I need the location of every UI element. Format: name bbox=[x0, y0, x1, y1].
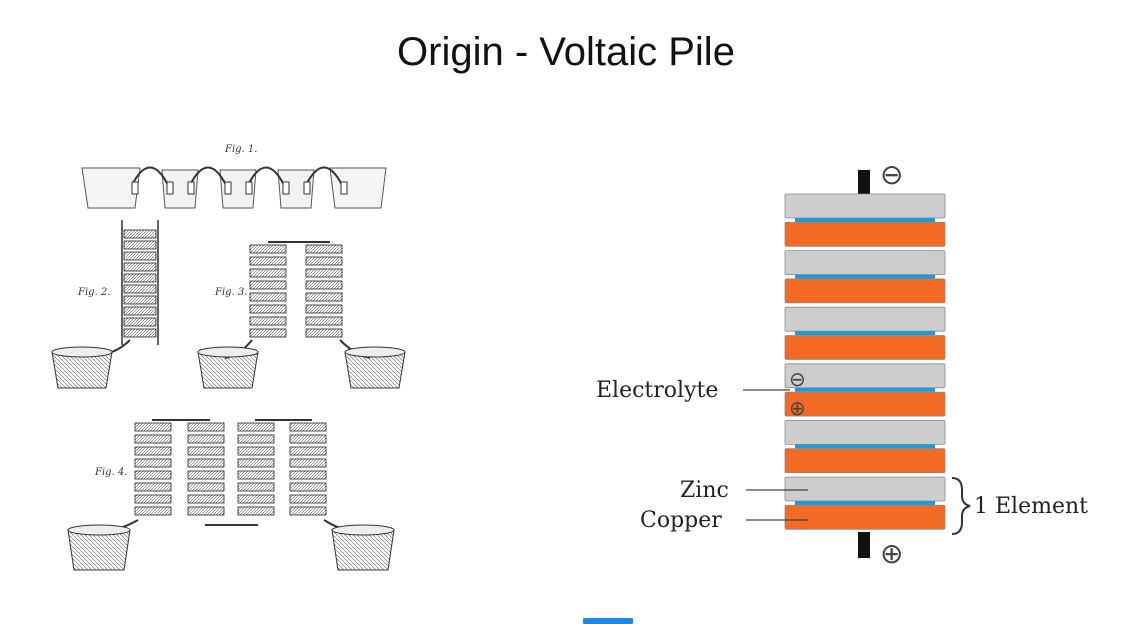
fig4-quad-pile: Fig. 4. bbox=[67, 419, 395, 571]
fig4-label: Fig. 4. bbox=[94, 467, 127, 478]
slide-nav-indicator[interactable] bbox=[583, 618, 633, 624]
copper-plate bbox=[784, 221, 946, 247]
electrolyte-layer bbox=[795, 444, 935, 449]
electrolyte-layer bbox=[795, 331, 935, 336]
copper-label: Copper bbox=[640, 508, 722, 533]
zinc-plate bbox=[784, 250, 946, 275]
zinc-label: Zinc bbox=[680, 478, 729, 503]
positive-terminal bbox=[858, 532, 870, 558]
electrolyte-layer bbox=[795, 501, 935, 505]
copper-plate bbox=[784, 448, 946, 474]
slide-nav-indicator-bar[interactable] bbox=[583, 618, 633, 624]
fig2-single-pile: Fig. 2. bbox=[51, 220, 159, 389]
copper-plate bbox=[784, 504, 946, 530]
copper-plate bbox=[784, 335, 946, 360]
electrolyte-layer bbox=[795, 387, 935, 392]
zinc-plate bbox=[784, 193, 946, 219]
electrolyte-layer bbox=[795, 218, 935, 222]
fig2-label: Fig. 2. bbox=[77, 287, 110, 298]
fig1-label: Fig. 1. bbox=[224, 144, 257, 155]
negative-terminal bbox=[858, 170, 870, 196]
electrolyte-label: Electrolyte bbox=[596, 378, 718, 403]
voltaic-pile-engraving: Fig. 1. Fig. 2. bbox=[51, 144, 406, 571]
pile-layer-stack bbox=[784, 193, 946, 530]
zinc-plate bbox=[784, 306, 946, 332]
positive-terminal-symbol: ⊕ bbox=[880, 537, 903, 570]
zinc-plate bbox=[784, 419, 946, 445]
element-label: 1 Element bbox=[974, 494, 1088, 519]
voltaic-pile-schematic: ⊖ ⊕ ⊖ ⊕ Electrolyte Zinc Copper 1 Elemen… bbox=[596, 158, 1088, 570]
negative-ion-symbol: ⊖ bbox=[789, 367, 806, 391]
fig3-label: Fig. 3. bbox=[214, 287, 247, 298]
element-brace bbox=[951, 477, 971, 535]
positive-ion-symbol: ⊕ bbox=[789, 396, 806, 420]
electrolyte-layer bbox=[795, 274, 935, 279]
copper-plate bbox=[784, 278, 946, 304]
copper-plate bbox=[784, 391, 946, 417]
negative-terminal-symbol: ⊖ bbox=[880, 158, 903, 191]
zinc-plate bbox=[784, 363, 946, 389]
slide-title: Origin - Voltaic Pile bbox=[397, 30, 735, 74]
fig1-cup-chain: Fig. 1. bbox=[81, 144, 387, 209]
zinc-plate bbox=[784, 476, 946, 502]
fig3-double-pile: Fig. 3. bbox=[197, 241, 406, 389]
